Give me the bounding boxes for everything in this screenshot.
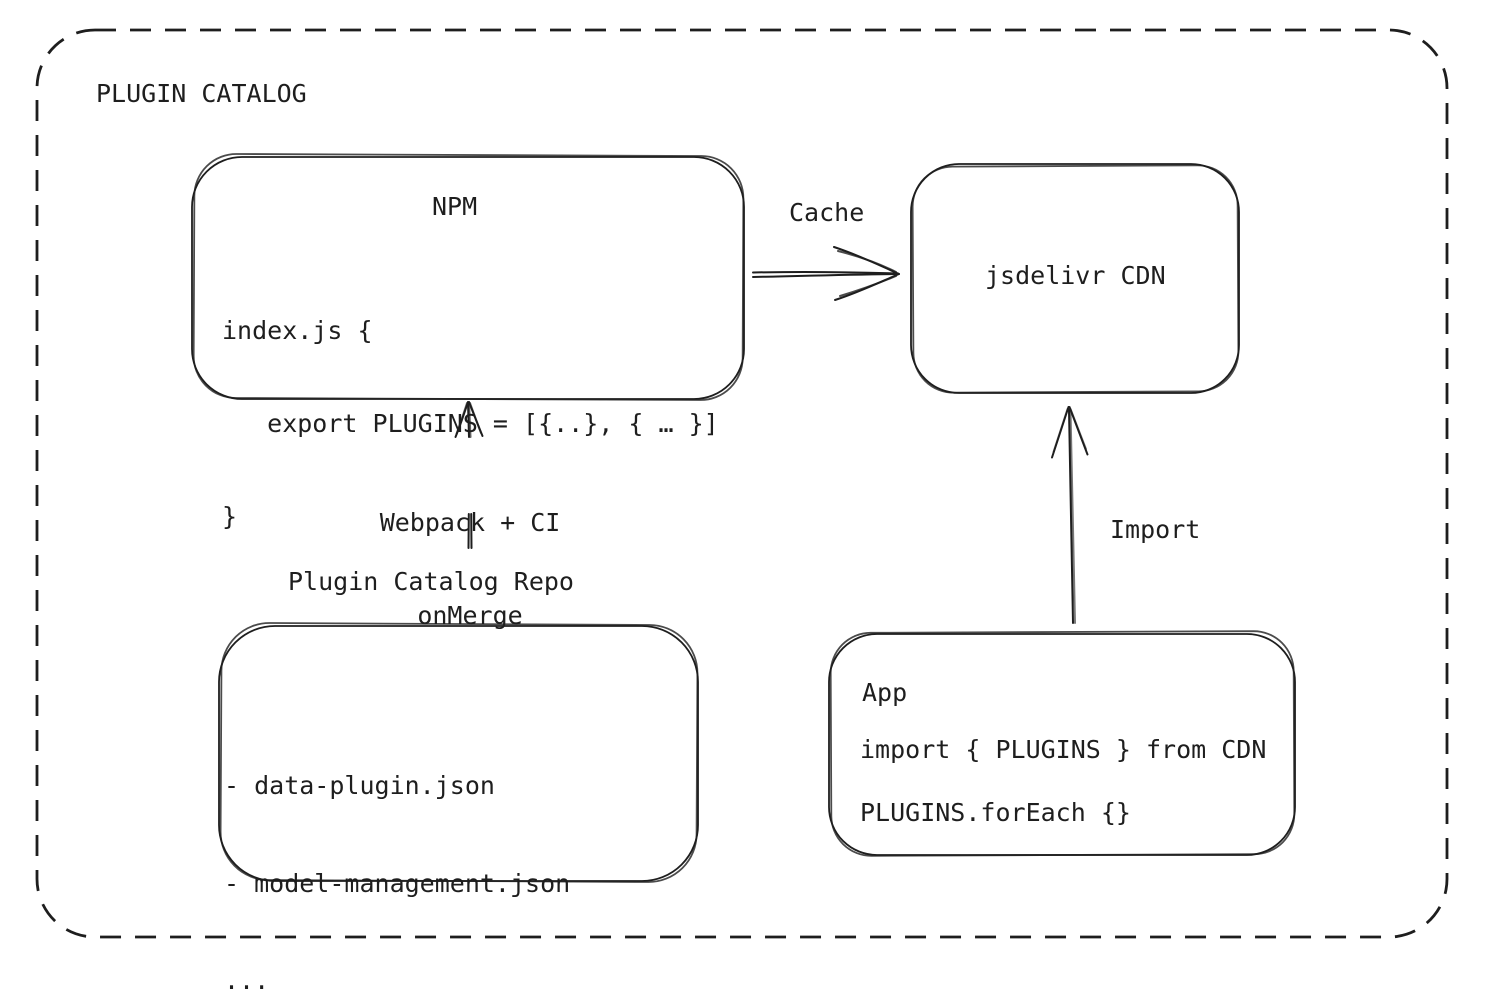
build-arrow[interactable] — [454, 401, 484, 549]
app-code-line: PLUGINS.forEach {} — [860, 798, 1131, 827]
build-arrow-label-line2: onMerge — [417, 601, 523, 630]
cache-arrow[interactable] — [752, 246, 900, 301]
repo-file-item: ... — [224, 966, 270, 995]
app-box[interactable] — [828, 630, 1296, 857]
npm-code-line: export PLUGINS = [{..}, { … }] — [222, 409, 719, 438]
cache-arrow-label: Cache — [789, 198, 865, 227]
build-arrow-label: Webpack + CI onMerge — [350, 445, 590, 693]
app-code-line: import { PLUGINS } from CDN — [860, 735, 1267, 764]
npm-box[interactable] — [191, 153, 745, 401]
npm-code-line: } — [222, 502, 238, 531]
repo-box[interactable] — [218, 622, 699, 883]
repo-file-list: - data-plugin.json - model-management.js… — [224, 705, 570, 1002]
build-arrow-label-line1: Webpack + CI — [379, 508, 561, 537]
repo-file-item: - data-plugin.json — [224, 771, 495, 800]
npm-box-title: NPM — [432, 192, 478, 221]
app-box-title: App — [862, 678, 908, 707]
import-arrow[interactable] — [1051, 406, 1089, 624]
catalog-title: PLUGIN CATALOG — [96, 79, 307, 108]
npm-code-line: index.js { — [222, 316, 373, 345]
cdn-box-label: jsdelivr CDN — [985, 261, 1166, 290]
import-arrow-label: Import — [1110, 515, 1201, 544]
npm-code-block: index.js { export PLUGINS = [{..}, { … }… — [222, 253, 719, 594]
plugin-catalog-frame[interactable] — [35, 28, 1449, 939]
cdn-box[interactable] — [910, 163, 1240, 394]
repo-box-title: Plugin Catalog Repo — [288, 567, 574, 596]
repo-file-item: - model-management.json — [224, 868, 571, 898]
